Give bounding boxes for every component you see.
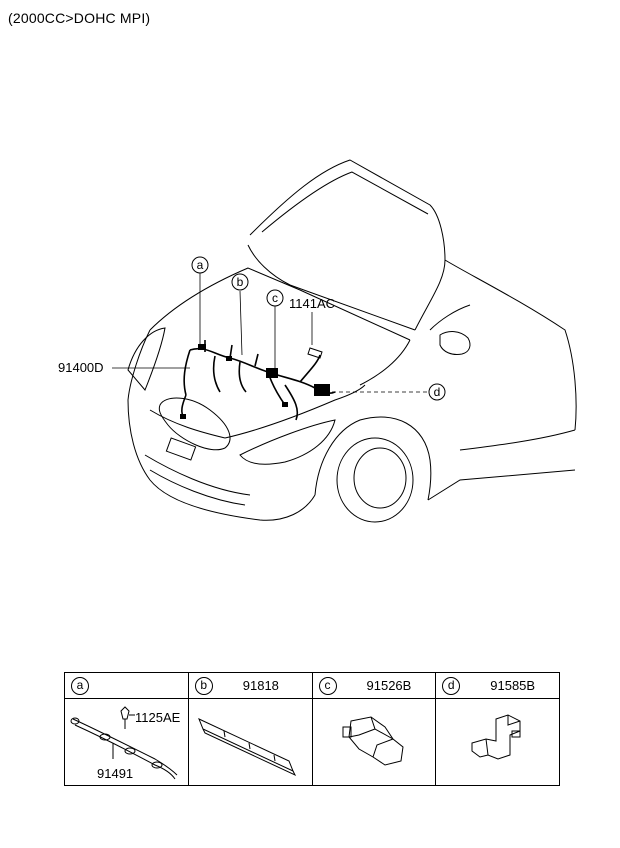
legend-part-b: 91818	[242, 678, 279, 693]
leader-lines	[112, 273, 427, 393]
svg-text:c: c	[272, 291, 278, 305]
legend-subpart-1125ae: 1125AE	[135, 710, 181, 725]
callout-c: c	[266, 289, 284, 307]
legend-part-d: 91585B	[490, 678, 536, 693]
parts-legend-table: a b 91818 c 91526B d 91585B	[64, 672, 560, 786]
legend-cell-c	[311, 698, 437, 786]
legend-key-b: b	[194, 676, 213, 695]
legend-subpart-91491: 91491	[97, 766, 134, 781]
svg-text:b: b	[237, 275, 244, 289]
legend-cell-b	[187, 698, 313, 786]
callout-a: a	[191, 256, 209, 274]
part-91585b-drawing	[471, 714, 521, 760]
part-label-91400d: 91400D	[58, 360, 104, 375]
car-harness-diagram: a b c d 1141AC 91400D	[58, 159, 577, 523]
part-91526b-drawing	[342, 716, 404, 766]
car-body-outline	[127, 159, 577, 523]
part-label-1141ac: 1141AC	[289, 296, 335, 311]
legend-header-a: a	[64, 672, 189, 699]
svg-text:d: d	[434, 385, 441, 399]
legend-key-a: a	[71, 676, 89, 695]
callout-b: b	[231, 273, 249, 291]
legend-header-c: c 91526B	[311, 672, 437, 699]
legend-key-c: c	[318, 676, 337, 695]
harness-a-drawing	[70, 706, 178, 780]
legend-part-c: 91526B	[366, 678, 412, 693]
legend-cell-a: 1125AE 91491	[64, 698, 189, 786]
callout-d: d	[428, 383, 446, 401]
legend-key-d: d	[442, 676, 461, 695]
legend-header-d: d 91585B	[435, 672, 560, 699]
engine-spec-label: (2000CC>DOHC MPI)	[8, 10, 151, 26]
part-91818-drawing	[197, 718, 296, 777]
harness-connectors	[180, 344, 330, 419]
legend-header-b: b 91818	[187, 672, 313, 699]
legend-cell-d	[435, 698, 560, 786]
svg-text:a: a	[197, 258, 204, 272]
wiring-harness	[181, 340, 336, 421]
bolt-1141ac-part	[307, 347, 323, 359]
